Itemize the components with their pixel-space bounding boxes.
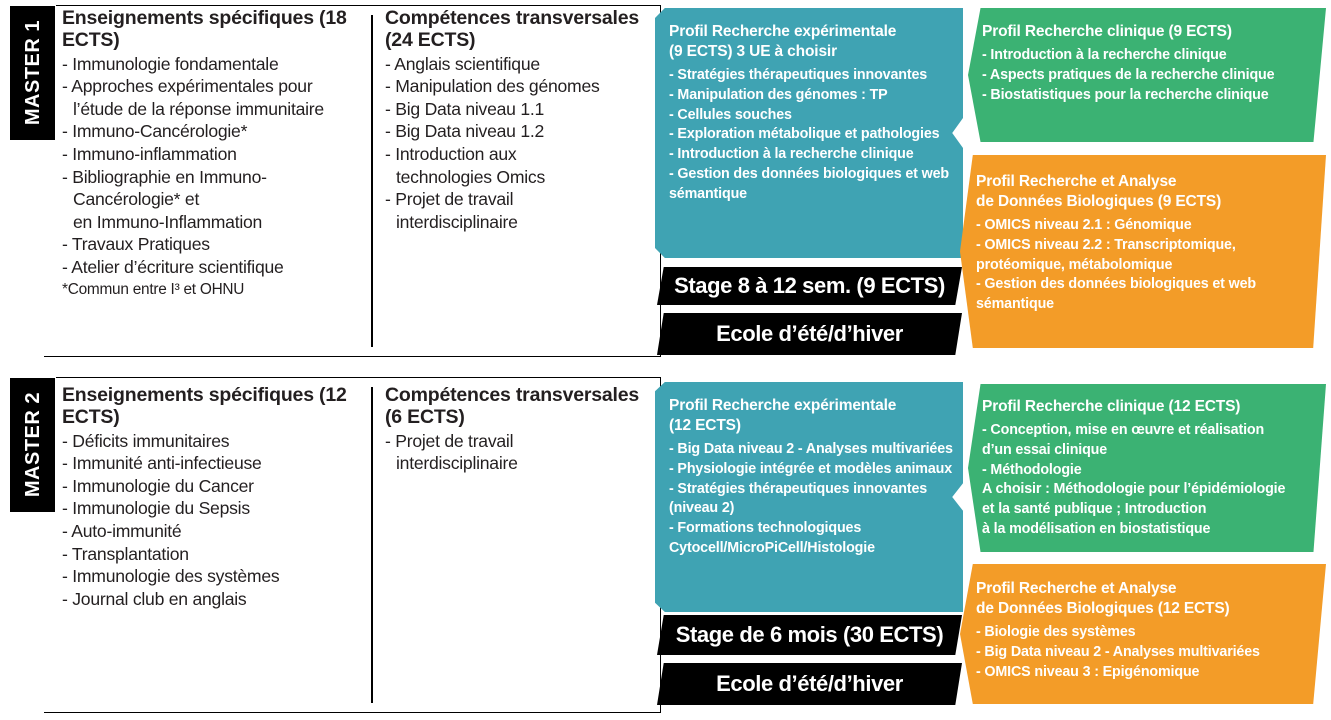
- list-item: - Immuno-Cancérologie*: [62, 121, 248, 142]
- master1-school-label: Ecole d’été/d’hiver: [716, 321, 903, 346]
- master1-clinical-research-profile: Profil Recherche clinique (9 ECTS) - Int…: [968, 8, 1326, 142]
- list-item: - Biologie des systèmes: [976, 624, 1136, 641]
- list-item: - Immuno-inflammation: [62, 144, 237, 165]
- master1-experimental-research-profile: Profil Recherche expérimentale (9 ECTS) …: [655, 8, 963, 258]
- master2-specific-courses-list: - Déficits immunitaires - Immunité anti-…: [62, 430, 362, 611]
- master2-clinical-research-list: - Conception, mise en œuvre et réalisati…: [982, 421, 1316, 539]
- master1-biological-data-profile: Profil Recherche et Analyse de Données B…: [960, 155, 1326, 348]
- list-item: - Transplantation: [62, 543, 189, 564]
- master2-specific-courses-column: Enseignements spécifiques (12 ECTS) - Dé…: [62, 384, 362, 611]
- list-item: - Immunologie fondamentale: [62, 53, 279, 74]
- list-item: - Manipulation des génomes: [385, 76, 600, 97]
- master2-experimental-research-list: - Big Data niveau 2 - Analyses multivari…: [669, 440, 953, 558]
- list-item: - Stratégies thérapeutiques innovantes: [669, 67, 928, 84]
- master1-section: MASTER 1 Enseignements spécifiques (18 E…: [10, 4, 1326, 357]
- list-item: - Immunité anti-infectieuse: [62, 453, 262, 474]
- master2-school-label: Ecole d’été/d’hiver: [716, 671, 903, 696]
- list-item: - Approches expérimentales pour l’étude …: [62, 76, 324, 119]
- list-item: A choisir : Méthodologie pour l’épidémio…: [982, 481, 1286, 537]
- list-item: - Exploration métabolique et pathologies: [669, 126, 940, 143]
- list-item: - OMICS niveau 2.2 : Transcriptomique, p…: [976, 237, 1236, 273]
- list-item: - Formations technologiques Cytocell/Mic…: [669, 520, 875, 556]
- list-item: - Big Data niveau 1.1: [385, 98, 545, 119]
- list-item: - Projet de travail interdisciplinaire: [385, 430, 518, 474]
- master2-clinical-research-profile: Profil Recherche clinique (12 ECTS) - Co…: [968, 384, 1326, 552]
- master2-transversal-skills-column: Compétences transversales (6 ECTS) - Pro…: [385, 384, 653, 475]
- master1-experimental-research-list: - Stratégies thérapeutiques innovantes -…: [669, 66, 953, 204]
- list-item: - Aspects pratiques de la recherche clin…: [982, 66, 1275, 83]
- master2-biological-data-list: - Biologie des systèmes - Big Data nivea…: [976, 623, 1316, 682]
- master1-clinical-research-list: - Introduction à la recherche clinique -…: [982, 46, 1316, 105]
- column-divider: [371, 387, 373, 703]
- master1-transversal-skills-column: Compétences transversales (24 ECTS) - An…: [385, 7, 653, 234]
- list-item: - Bibliographie en Immuno- Cancérologie*…: [62, 166, 267, 232]
- master1-biological-data-list: - OMICS niveau 2.1 : Génomique - OMICS n…: [976, 216, 1316, 315]
- list-item: - Déficits immunitaires: [62, 430, 230, 451]
- master1-school-bar: Ecole d’été/d’hiver: [657, 313, 962, 355]
- master2-transversal-skills-heading: Compétences transversales (6 ECTS): [385, 384, 640, 428]
- master2-internship-label: Stage de 6 mois (30 ECTS): [675, 622, 944, 647]
- list-item: - OMICS niveau 3 : Epigénomique: [976, 663, 1200, 680]
- list-item: - Immunologie du Sepsis: [62, 498, 250, 519]
- list-item: - Big Data niveau 1.2: [385, 121, 545, 142]
- list-item: - Stratégies thérapeutiques innovantes (…: [669, 480, 928, 517]
- list-item: - Journal club en anglais: [62, 588, 247, 609]
- master2-transversal-skills-list: - Projet de travail interdisciplinaire: [385, 430, 653, 475]
- list-item: - Anglais scientifique: [385, 53, 540, 74]
- master1-transversal-skills-heading: Compétences transversales (24 ECTS): [385, 7, 640, 51]
- list-item: - OMICS niveau 2.1 : Génomique: [976, 217, 1192, 234]
- master1-biological-data-title: Profil Recherche et Analyse de Données B…: [976, 173, 1222, 211]
- master2-biological-data-title: Profil Recherche et Analyse de Données B…: [976, 580, 1230, 618]
- list-item: - Méthodologie: [982, 461, 1082, 478]
- master1-badge-label: MASTER 1: [21, 20, 44, 126]
- master2-section: MASTER 2 Enseignements spécifiques (12 E…: [0, 372, 1331, 720]
- list-item: - Conception, mise en œuvre et réalisati…: [982, 422, 1265, 458]
- master1-experimental-research-title: Profil Recherche expérimentale (9 ECTS) …: [669, 23, 897, 61]
- master1-badge: MASTER 1: [10, 6, 55, 140]
- list-item: - Physiologie intégrée et modèles animau…: [669, 461, 953, 477]
- master1-transversal-skills-list: - Anglais scientifique - Manipulation de…: [385, 53, 653, 234]
- master2-school-bar: Ecole d’été/d’hiver: [657, 663, 962, 705]
- master1-internship-label: Stage 8 à 12 sem. (9 ECTS): [674, 273, 945, 298]
- list-item: - Gestion des données biologiques et web…: [976, 276, 1256, 313]
- master2-specific-courses-heading: Enseignements spécifiques (12 ECTS): [62, 384, 347, 428]
- master2-badge-label: MASTER 2: [21, 392, 44, 498]
- master2-experimental-research-title: Profil Recherche expérimentale (12 ECTS): [669, 397, 897, 435]
- master2-biological-data-profile: Profil Recherche et Analyse de Données B…: [960, 564, 1326, 704]
- list-item: - Gestion des données biologiques et web…: [669, 165, 949, 202]
- list-item: - Manipulation des génomes : TP: [669, 87, 888, 103]
- list-item: - Introduction à la recherche clinique: [982, 47, 1227, 64]
- master2-badge: MASTER 2: [10, 378, 55, 512]
- list-item: - Big Data niveau 2 - Analyses multivari…: [976, 644, 1260, 660]
- list-item: - Immunologie du Cancer: [62, 475, 254, 496]
- list-item: - Biostatistiques pour la recherche clin…: [982, 86, 1269, 103]
- master1-internship-bar: Stage 8 à 12 sem. (9 ECTS): [657, 267, 962, 305]
- master1-specific-courses-list: - Immunologie fondamentale - Approches e…: [62, 53, 357, 279]
- master1-specific-courses-heading: Enseignements spécifiques (18 ECTS): [62, 7, 347, 51]
- list-item: - Introduction à la recherche clinique: [669, 146, 914, 163]
- master2-internship-bar: Stage de 6 mois (30 ECTS): [657, 615, 962, 655]
- master2-experimental-research-profile: Profil Recherche expérimentale (12 ECTS)…: [655, 382, 963, 612]
- list-item: - Atelier d’écriture scientifique: [62, 257, 284, 277]
- master1-footnote: *Commun entre I³ et OHNU: [62, 280, 245, 298]
- master1-specific-courses-column: Enseignements spécifiques (18 ECTS) - Im…: [62, 7, 357, 300]
- list-item: - Introduction aux technologies Omics: [385, 144, 546, 187]
- list-item: - Immunologie des systèmes: [62, 566, 280, 587]
- master2-clinical-research-title: Profil Recherche clinique (12 ECTS): [982, 398, 1241, 415]
- list-item: - Big Data niveau 2 - Analyses multivari…: [669, 441, 953, 458]
- list-item: - Auto-immunité: [62, 521, 182, 542]
- list-item: - Travaux Pratiques: [62, 234, 210, 255]
- master1-clinical-research-title: Profil Recherche clinique (9 ECTS): [982, 23, 1232, 40]
- list-item: - Projet de travail interdisciplinaire: [385, 189, 518, 232]
- list-item: - Cellules souches: [669, 106, 792, 123]
- column-divider: [371, 15, 373, 347]
